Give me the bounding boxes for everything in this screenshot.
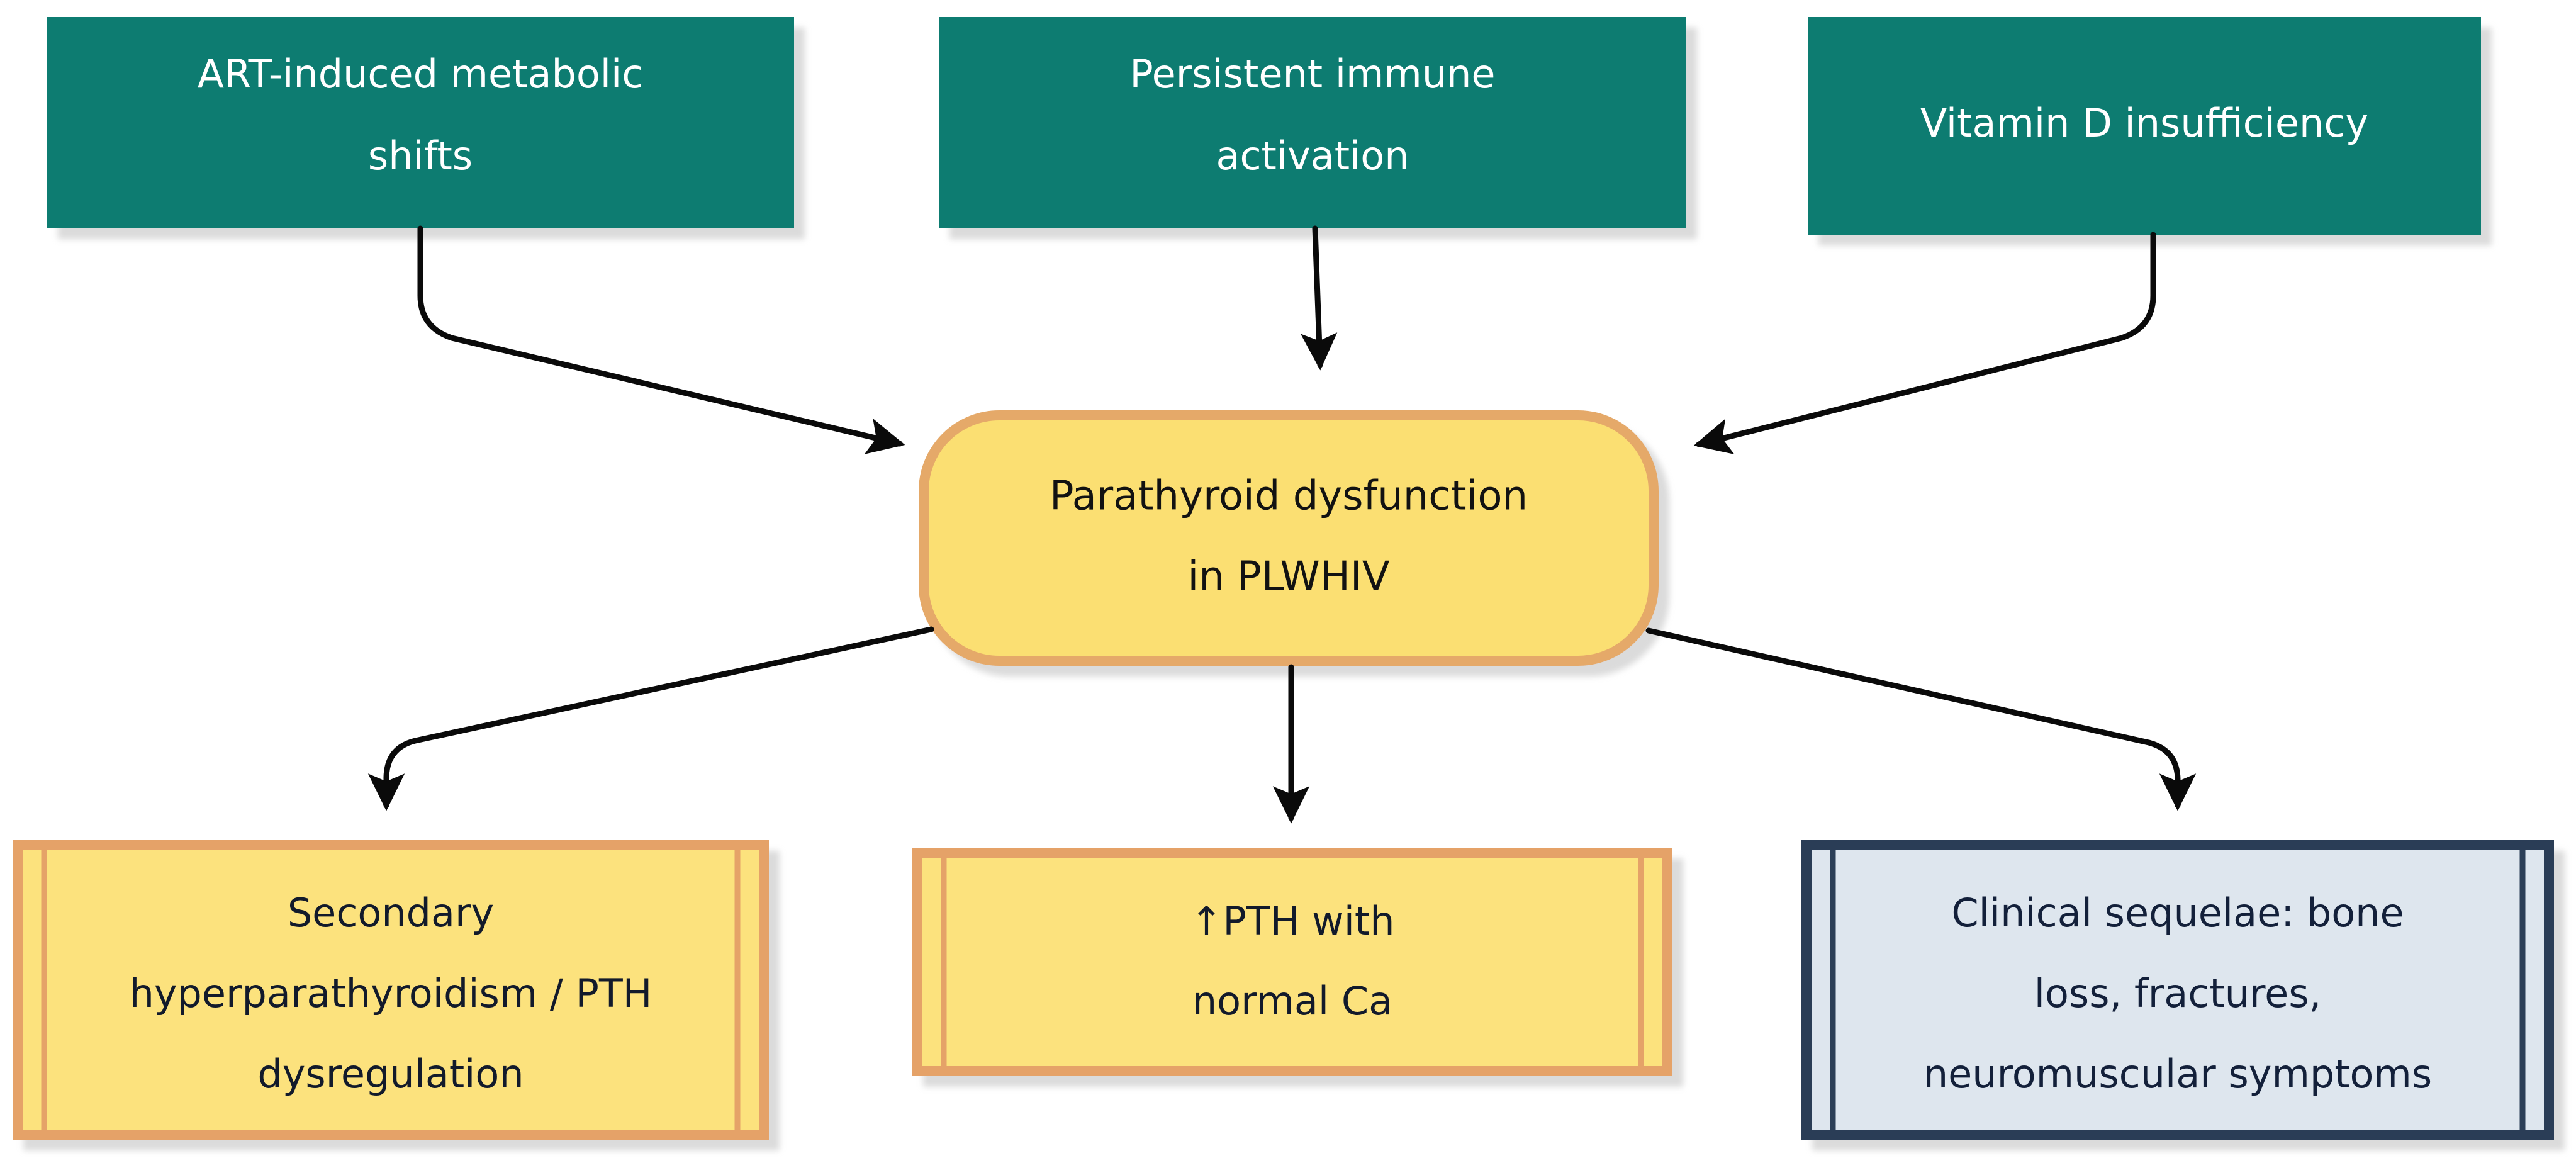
cause-box-rect	[47, 17, 794, 228]
cause-node-persistent-immune-activation[interactable]: Persistent immune activation	[939, 17, 1686, 228]
outcome-box-rect	[912, 848, 1672, 1076]
outcome-box-rect	[13, 840, 769, 1140]
edge-center-to-secondary-hpt	[367, 626, 934, 811]
center-box-rect	[919, 410, 1659, 666]
center-label-line-2: in PLWHIV	[1187, 554, 1389, 600]
cause-label-line-2: activation	[1216, 133, 1409, 179]
outcome-node-secondary-hyperparathyroidism[interactable]: Secondary hyperparathyroidism / PTH dysr…	[13, 840, 769, 1140]
sequelae-label-line-3: neuromuscular symptoms	[1924, 1051, 2432, 1097]
outcome-label-line-3: dysregulation	[257, 1051, 524, 1097]
cause-label-line-1: ART-induced metabolic	[198, 51, 644, 97]
edge-center-to-clinical-sequelae	[1645, 627, 2197, 811]
cause-label-line-1: Persistent immune	[1129, 51, 1495, 97]
edge-vitd-to-center	[1693, 232, 2156, 454]
edge-immune-to-center	[1300, 225, 1338, 371]
outcome-label-line-2: hyperparathyroidism / PTH	[130, 970, 652, 1016]
center-label-line-1: Parathyroid dysfunction	[1050, 473, 1528, 520]
sequelae-box-rect	[1801, 840, 2554, 1140]
sequelae-label-line-2: loss, fractures,	[2034, 970, 2321, 1016]
outcome-node-clinical-sequelae[interactable]: Clinical sequelae: bone loss, fractures,…	[1801, 840, 2554, 1140]
sequelae-label-line-1: Clinical sequelae: bone	[1951, 890, 2404, 936]
outcome-node-increased-pth-normal-ca[interactable]: ↑PTH with normal Ca	[912, 848, 1672, 1076]
cause-node-art-induced-metabolic-shifts[interactable]: ART-induced metabolic shifts	[47, 17, 794, 228]
center-node-parathyroid-dysfunction[interactable]: Parathyroid dysfunction in PLWHIV	[919, 410, 1659, 666]
outcome-label-line-1: Secondary	[288, 890, 494, 936]
cause-box-rect	[939, 17, 1686, 228]
outcome-label-line-2: normal Ca	[1192, 978, 1392, 1024]
edge-art-to-center	[417, 225, 905, 454]
outcome-label-line-1: ↑PTH with	[1190, 898, 1394, 944]
cause-box-rect	[1808, 17, 2481, 235]
cause-node-vitamin-d-insufficiency[interactable]: Vitamin D insufficiency	[1808, 17, 2481, 235]
cause-label-line-1: Vitamin D insufficiency	[1920, 100, 2368, 146]
cause-label-line-2: shifts	[368, 133, 473, 179]
